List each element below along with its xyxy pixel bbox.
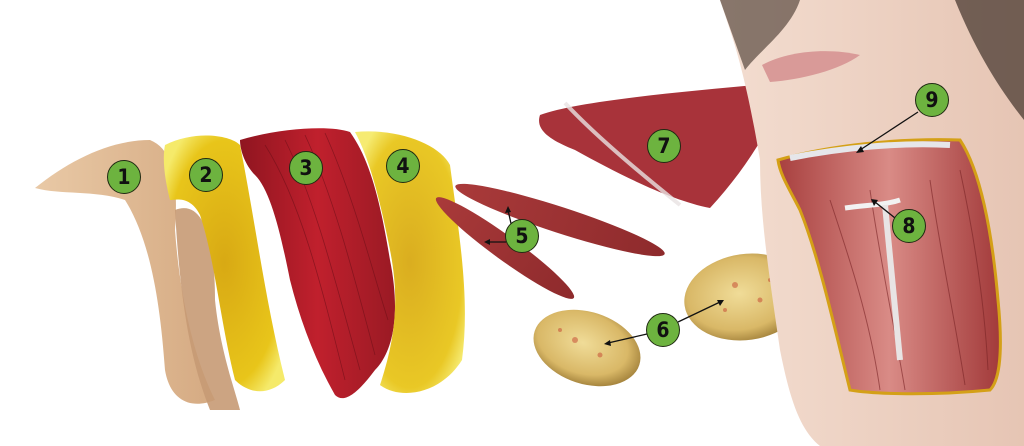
muscle-layer-platysma xyxy=(240,128,395,399)
label-6: 6 xyxy=(646,313,680,347)
label-2: 2 xyxy=(189,158,223,192)
fascia-edge xyxy=(789,141,951,161)
label-4: 4 xyxy=(386,149,420,183)
label-8: 8 xyxy=(892,209,926,243)
label-9: 9 xyxy=(915,83,949,117)
label-7: 7 xyxy=(647,129,681,163)
fat-layer-outer xyxy=(163,135,285,392)
gland-left xyxy=(533,309,641,387)
label-1: 1 xyxy=(107,160,141,194)
muscle-strip-lower xyxy=(435,197,575,299)
fat-layer-inner xyxy=(355,131,465,393)
muscle-strip-upper xyxy=(455,183,665,257)
label-3: 3 xyxy=(289,151,323,185)
lips xyxy=(762,51,860,82)
pointer-arrows xyxy=(488,111,919,344)
label-5: 5 xyxy=(505,219,539,253)
skin-layer xyxy=(35,140,215,404)
hair xyxy=(720,0,800,70)
